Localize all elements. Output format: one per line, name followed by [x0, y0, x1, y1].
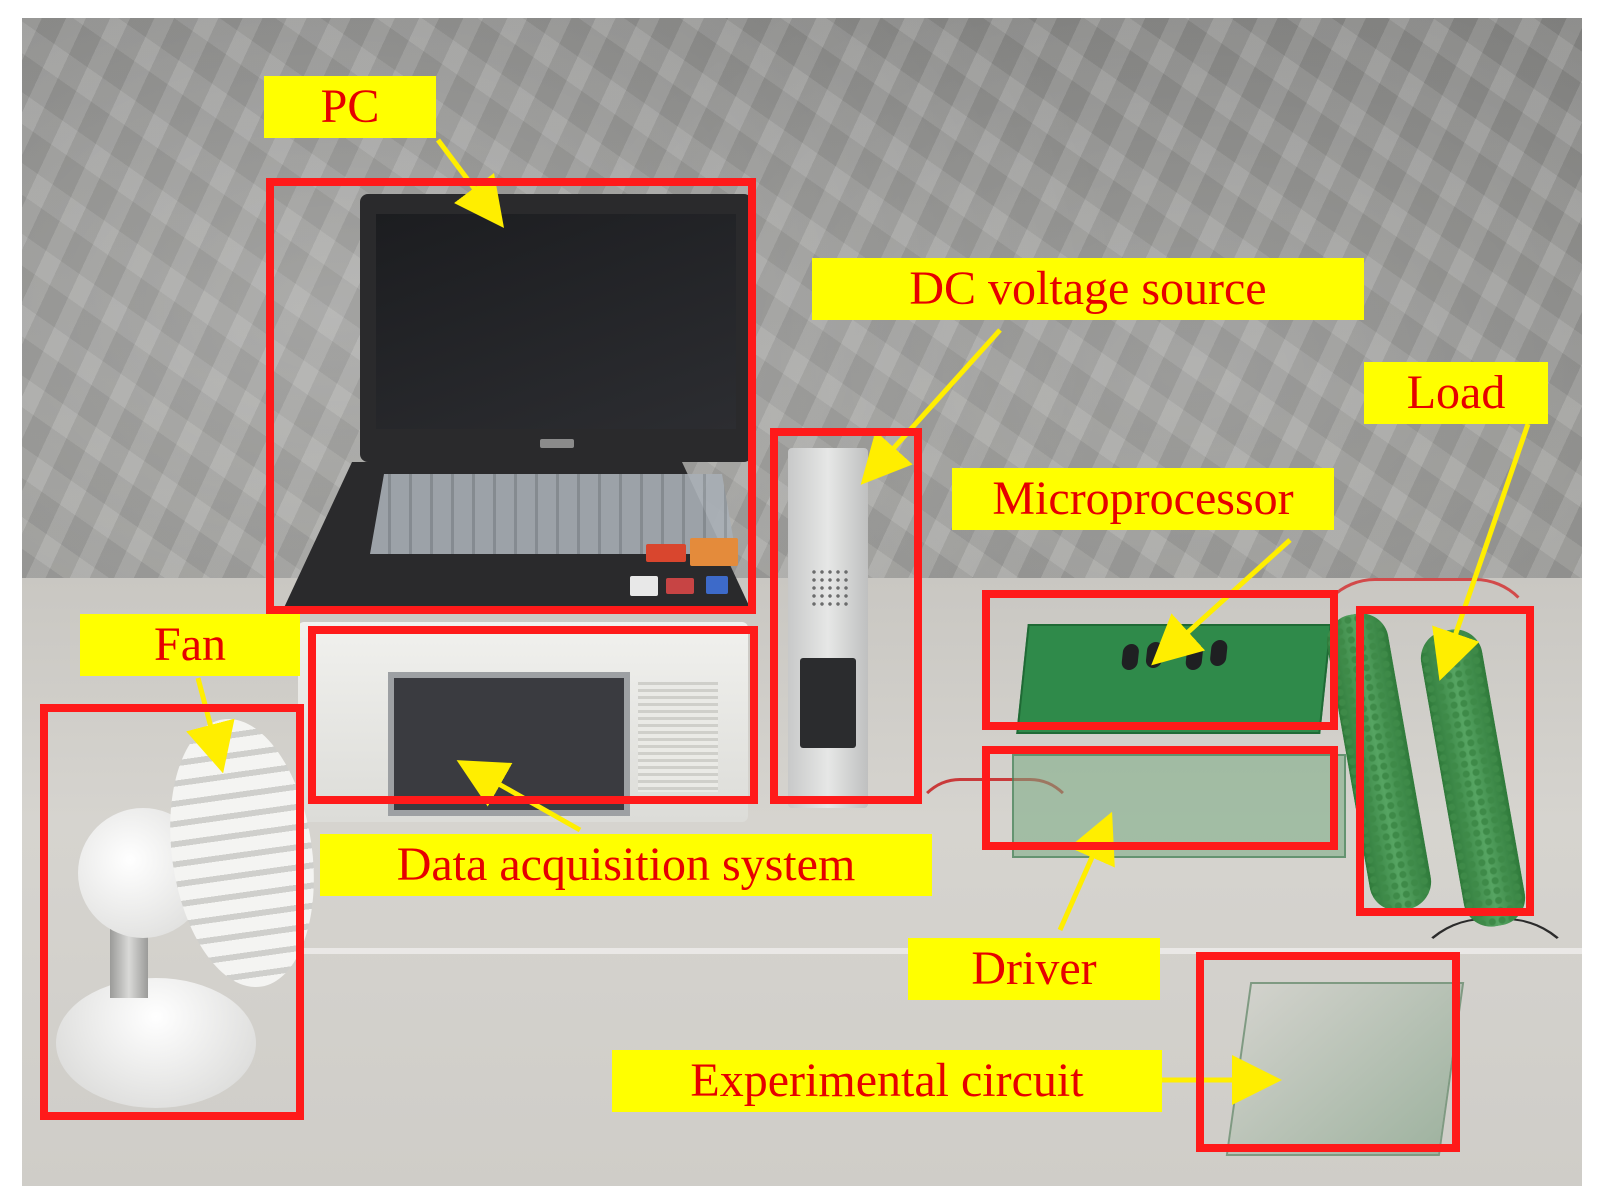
fan-arrow	[186, 677, 235, 774]
fan-label: Fan	[80, 614, 300, 676]
load-box	[1356, 606, 1534, 916]
laptop-sticker	[706, 576, 728, 594]
data-acquisition-instrument	[298, 622, 748, 822]
fan-box	[40, 704, 304, 1120]
daq-box	[308, 626, 758, 804]
laptop-sticker	[646, 544, 686, 562]
load-label: Load	[1364, 362, 1548, 424]
pc-box	[266, 178, 756, 614]
laptop-sticker	[666, 578, 694, 594]
microprocessor-label: Microprocessor	[952, 468, 1334, 530]
fan-base	[56, 978, 256, 1108]
dc-source-arrow	[860, 328, 1002, 485]
load-arrow	[1432, 423, 1531, 681]
laptop-keyboard	[370, 474, 736, 554]
daq-label: Data acquisition system	[320, 834, 932, 896]
laptop-logo	[540, 439, 574, 448]
pc-label: PC	[264, 76, 436, 138]
instrument-grille	[638, 682, 718, 792]
driver-label: Driver	[908, 938, 1160, 1000]
driver-box	[982, 746, 1338, 850]
pc-arrow	[436, 138, 504, 228]
red-wire	[1312, 578, 1538, 704]
psu-display	[800, 658, 856, 748]
dc-source-box	[770, 428, 922, 804]
red-wire	[912, 778, 1078, 874]
driver-board	[1012, 754, 1346, 858]
laptop-sticker	[690, 538, 738, 566]
microprocessor-box	[982, 590, 1338, 730]
laptop-sticker	[630, 576, 658, 596]
laptop-display	[376, 214, 736, 429]
dc-power-supply	[788, 448, 868, 808]
dc-source-label: DC voltage source	[812, 258, 1364, 320]
experimental-circuit-box	[1196, 952, 1460, 1152]
psu-vents	[810, 568, 848, 608]
experimental-circuit-label: Experimental circuit	[612, 1050, 1162, 1112]
laptop-lid	[360, 194, 752, 462]
